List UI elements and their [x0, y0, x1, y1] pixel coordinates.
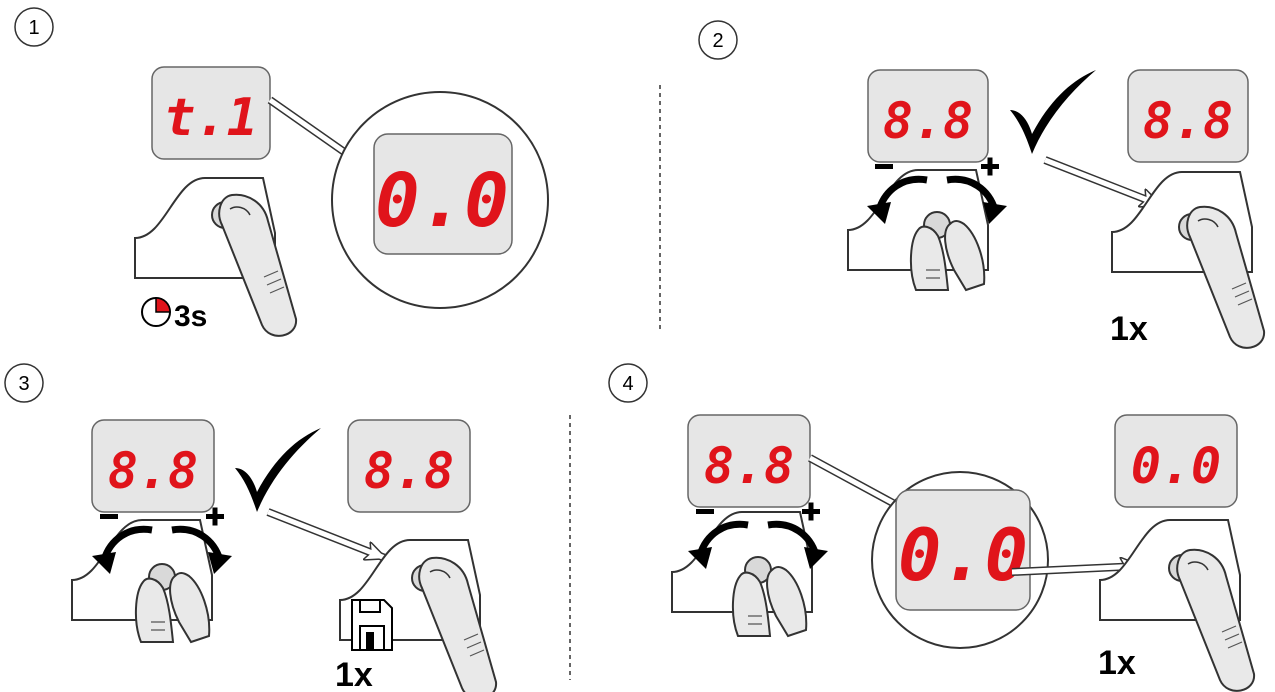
step-2: 2 8.8 8.8 1x: [699, 21, 1264, 348]
timer-label: 3s: [174, 300, 207, 333]
display-readout: 8.8: [883, 92, 973, 150]
step-number: 2: [712, 30, 723, 52]
pointer-arrow-icon: [1045, 160, 1160, 205]
press-count: 1x: [335, 656, 373, 692]
press-count: 1x: [1110, 310, 1148, 348]
step-number: 1: [28, 17, 39, 39]
step-1: 1 t.1 0.0 3s: [15, 8, 548, 336]
step-number: 4: [622, 373, 633, 395]
pointer-arrow-icon: [268, 512, 385, 558]
step-number: 3: [18, 373, 29, 395]
check-icon: [235, 428, 321, 512]
save-icon: [352, 600, 392, 650]
display-readout-zoom: 0.0: [375, 158, 509, 244]
step-3: 3 8.8 8.8 1x: [5, 364, 496, 692]
check-icon: [1010, 70, 1096, 154]
display-readout-zoom: 0.0: [898, 513, 1028, 597]
press-count: 1x: [1098, 644, 1136, 682]
display-readout: 8.8: [108, 442, 198, 500]
display-readout: 8.8: [704, 437, 794, 495]
timer-icon: [142, 298, 170, 326]
display-readout: 8.8: [364, 442, 454, 500]
display-readout: t.1: [164, 88, 258, 148]
display-readout: 8.8: [1143, 92, 1233, 150]
step-4: 4 8.8 0.0 0.0 1x: [609, 364, 1254, 691]
display-readout: 0.0: [1131, 437, 1221, 495]
